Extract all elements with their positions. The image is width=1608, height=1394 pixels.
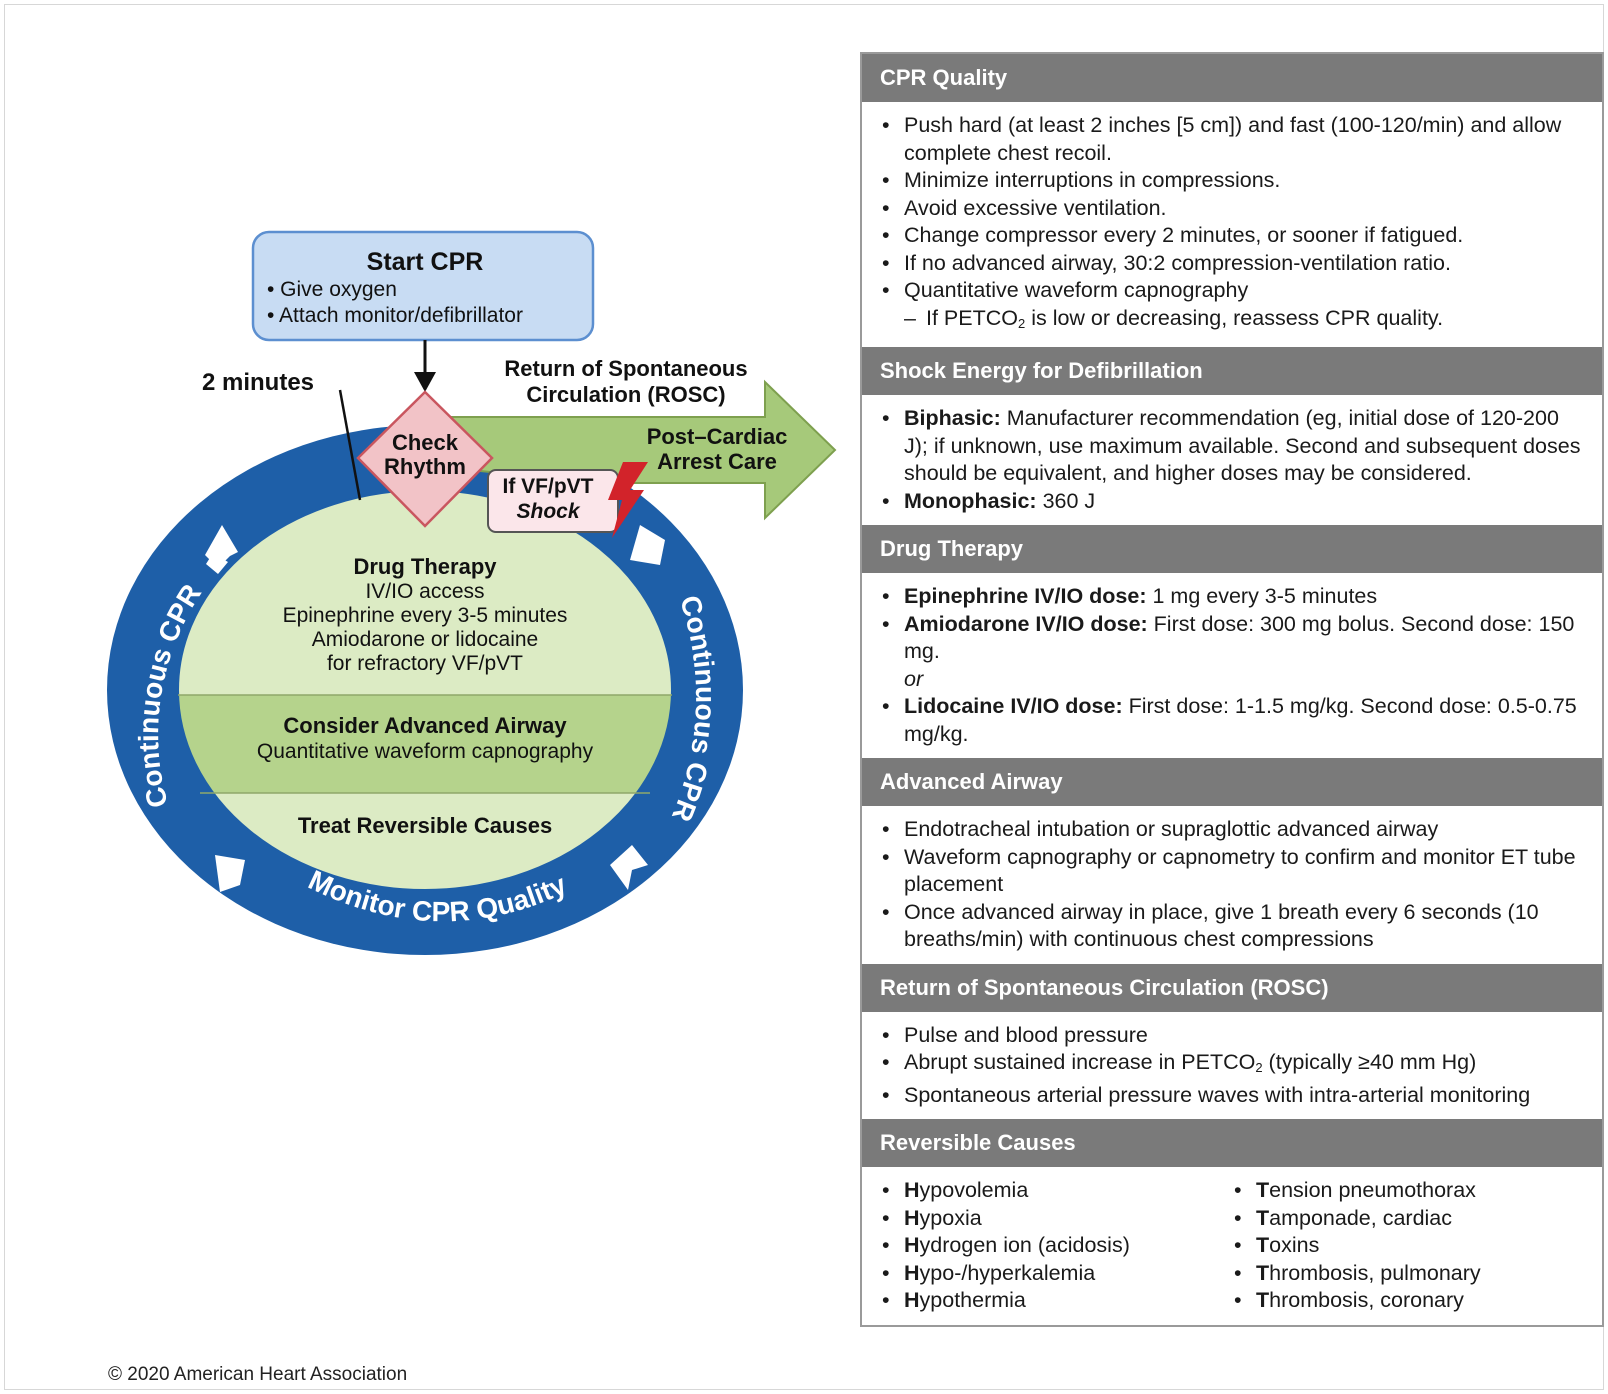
or-separator: or — [904, 666, 924, 691]
amiodarone-text: First dose: 300 mg bolus. Second dose: 1… — [904, 611, 1575, 664]
post-cardiac-label: Post–Cardiac — [647, 424, 788, 449]
list-item: Quantitative waveform capnography — [880, 277, 1584, 305]
reversible-causes-label: Treat Reversible Causes — [298, 813, 552, 838]
ring-arrow-icon — [610, 845, 648, 890]
list-item: Epinephrine IV/IO dose: 1 mg every 3-5 m… — [880, 583, 1584, 611]
list-item: Thrombosis, coronary — [1232, 1287, 1584, 1315]
list-item: Hypovolemia — [880, 1177, 1232, 1205]
monophasic-text: 360 J — [1036, 488, 1096, 513]
petco2-prefix: If PETCO — [926, 305, 1018, 330]
section-reversible-causes: Hypovolemia Hypoxia Hydrogen ion (acidos… — [862, 1167, 1602, 1325]
list-item: Hypothermia — [880, 1287, 1232, 1315]
petco2-suffix: is low or decreasing, reassess CPR quali… — [1025, 305, 1444, 330]
lightning-bolt-icon — [608, 462, 648, 538]
check-rhythm-diamond — [356, 390, 494, 528]
epinephrine-label: Epinephrine IV/IO dose: — [904, 584, 1147, 608]
start-cpr-item: • Give oxygen — [267, 278, 397, 301]
start-cpr-box — [251, 230, 595, 342]
drug-therapy-line: IV/IO access — [365, 580, 484, 603]
list-item: Thrombosis, pulmonary — [1232, 1260, 1584, 1288]
petco2-prefix: Abrupt sustained increase in PETCO — [904, 1050, 1256, 1074]
two-minutes-pointer — [338, 389, 362, 501]
section-drug-therapy: Epinephrine IV/IO dose: 1 mg every 3-5 m… — [862, 573, 1602, 758]
advanced-airway-line: Quantitative waveform capnography — [257, 740, 594, 763]
list-item: Waveform capnography or capnometry to co… — [880, 844, 1584, 899]
section-title-rosc: Return of Spontaneous Circulation (ROSC) — [862, 963, 1602, 1012]
list-item: Amiodarone IV/IO dose: First dose: 300 m… — [880, 611, 1584, 666]
h-causes-list: Hypovolemia Hypoxia Hydrogen ion (acidos… — [880, 1177, 1232, 1315]
section-shock-energy: Biphasic: Manufacturer recommendation (e… — [862, 395, 1602, 525]
section-rosc: Pulse and blood pressure Abrupt sustaine… — [862, 1012, 1602, 1120]
check-rhythm-label: Rhythm — [384, 454, 466, 479]
t-causes-list: Tension pneumothorax Tamponade, cardiac … — [1232, 1177, 1584, 1315]
inner-airway-band — [178, 695, 672, 793]
shock-label: If VF/pVT — [503, 475, 594, 498]
biphasic-label: Biphasic: — [904, 406, 1001, 430]
shock-label: Shock — [516, 500, 580, 523]
list-item: Monophasic: 360 J — [880, 488, 1584, 516]
ring-arrow-icon — [215, 855, 245, 892]
copyright-notice: © 2020 American Heart Association — [108, 1364, 408, 1385]
rosc-label: Return of Spontaneous — [504, 356, 747, 381]
section-title-shock-energy: Shock Energy for Defibrillation — [862, 347, 1602, 395]
list-item: Spontaneous arterial pressure waves with… — [880, 1082, 1584, 1110]
section-title-drug-therapy: Drug Therapy — [862, 525, 1602, 573]
list-item: Once advanced airway in place, give 1 br… — [880, 899, 1584, 954]
list-item: Toxins — [1232, 1232, 1584, 1260]
list-item: Hydrogen ion (acidosis) — [880, 1232, 1232, 1260]
two-minutes-label: 2 minutes — [202, 369, 314, 396]
check-rhythm-label: Check — [392, 430, 459, 455]
section-title-advanced-airway: Advanced Airway — [862, 758, 1602, 806]
list-item: Push hard (at least 2 inches [5 cm]) and… — [880, 112, 1584, 167]
advanced-airway-title: Consider Advanced Airway — [283, 713, 567, 738]
section-title-reversible-causes: Reversible Causes — [862, 1119, 1602, 1167]
drug-therapy-line: Epinephrine every 3-5 minutes — [283, 604, 568, 627]
section-cpr-quality: Push hard (at least 2 inches [5 cm]) and… — [862, 102, 1602, 347]
list-item: Pulse and blood pressure — [880, 1022, 1584, 1050]
list-item: Hypoxia — [880, 1205, 1232, 1233]
ring-arrow-icon — [630, 525, 665, 565]
petco2-suffix: (typically ≥40 mm Hg) — [1262, 1050, 1477, 1074]
ring-arrow-icon — [206, 553, 228, 574]
list-item: Avoid excessive ventilation. — [880, 195, 1584, 223]
cardiac-arrest-algorithm-diagram: Start CPR • Give oxygen • Attach monitor… — [107, 230, 837, 955]
list-item: Tension pneumothorax — [1232, 1177, 1584, 1205]
list-item: Hypo-/hyperkalemia — [880, 1260, 1232, 1288]
list-item: Endotracheal intubation or supraglottic … — [880, 816, 1584, 844]
list-item: Tamponade, cardiac — [1232, 1205, 1584, 1233]
amiodarone-label: Amiodarone IV/IO dose: — [904, 611, 1148, 636]
list-item: Lidocaine IV/IO dose: First dose: 1-1.5 … — [880, 693, 1584, 748]
list-subitem: If PETCO2 is low or decreasing, reassess… — [880, 305, 1584, 338]
drug-therapy-title: Drug Therapy — [353, 554, 497, 579]
list-item: Biphasic: Manufacturer recommendation (e… — [880, 405, 1584, 488]
start-cpr-item: • Attach monitor/defibrillator — [267, 304, 523, 327]
post-cardiac-label: Arrest Care — [657, 449, 777, 474]
list-item: Minimize interruptions in compressions. — [880, 167, 1584, 195]
lidocaine-text: First dose: 1-1.5 mg/kg. Second dose: 0.… — [904, 694, 1577, 746]
shock-box — [487, 469, 619, 533]
section-title-cpr-quality: CPR Quality — [862, 54, 1602, 102]
epinephrine-text: 1 mg every 3-5 minutes — [1146, 584, 1378, 608]
start-cpr-title: Start CPR — [367, 248, 484, 276]
rosc-label: Circulation (ROSC) — [526, 382, 725, 407]
down-arrow-icon — [414, 372, 436, 392]
section-advanced-airway: Endotracheal intubation or supraglottic … — [862, 806, 1602, 964]
drug-therapy-line: Amiodarone or lidocaine — [312, 628, 538, 651]
drug-therapy-line: for refractory VF/pVT — [327, 652, 523, 675]
biphasic-text: Manufacturer recommendation (eg, initial… — [904, 406, 1581, 485]
reference-panel: CPR Quality Push hard (at least 2 inches… — [860, 52, 1604, 1327]
list-item: If no advanced airway, 30:2 compression-… — [880, 250, 1584, 278]
lidocaine-label: Lidocaine IV/IO dose: — [904, 694, 1123, 718]
monophasic-label: Monophasic: — [904, 488, 1037, 513]
list-item: Change compressor every 2 minutes, or so… — [880, 222, 1584, 250]
list-item: Abrupt sustained increase in PETCO2 (typ… — [880, 1049, 1584, 1082]
